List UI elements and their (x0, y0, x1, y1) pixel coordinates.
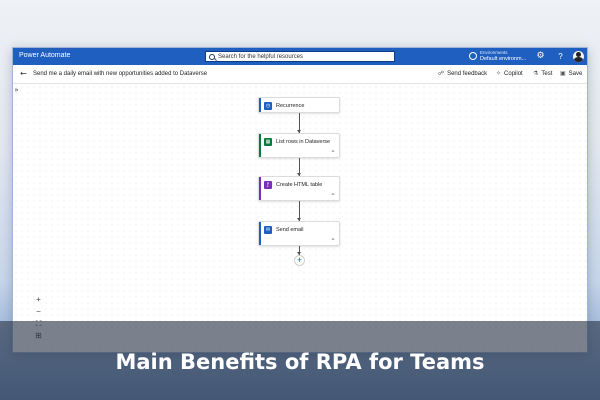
connector-arrow (297, 158, 301, 176)
gear-icon[interactable]: ⚙ (536, 51, 545, 61)
send-feedback-button[interactable]: ☍Send feedback (438, 70, 487, 79)
environment-icon[interactable] (469, 52, 477, 60)
caption-band (0, 321, 600, 400)
link-icon: ⚭ (330, 149, 335, 155)
feedback-icon: ☍ (438, 71, 445, 77)
flow-canvas[interactable]: » ◷ Recurrence ▦ List rows in Dataverse … (13, 84, 587, 352)
dataverse-icon: ▦ (264, 138, 272, 146)
flow-title: Send me a daily email with new opportuni… (33, 71, 208, 77)
step-list-rows[interactable]: ▦ List rows in Dataverse ⚭ (258, 133, 340, 158)
caption-title: Main Benefits of RPA for Teams (115, 350, 485, 374)
link-icon: ⚭ (330, 237, 335, 243)
search-icon (209, 54, 215, 60)
test-button[interactable]: ⚗Test (533, 70, 552, 79)
app-title[interactable]: Power Automate (19, 52, 71, 59)
step-label: Recurrence (276, 103, 305, 109)
save-label: Save (568, 71, 583, 77)
back-arrow-icon[interactable]: ← (20, 69, 27, 78)
avatar[interactable] (573, 51, 584, 62)
expand-panel-icon[interactable]: » (14, 86, 19, 94)
test-label: Test (541, 71, 553, 77)
flask-icon: ⚗ (533, 71, 539, 77)
copilot-label: Copilot (504, 71, 523, 77)
top-bar: Power Automate Search for the helpful re… (13, 48, 587, 65)
environment-value[interactable]: Default environm... (480, 56, 527, 62)
outlook-icon: ✉ (264, 226, 272, 234)
link-icon: ⚭ (330, 192, 335, 198)
connector-arrow (297, 201, 301, 221)
command-bar: ← Send me a daily email with new opportu… (13, 65, 587, 84)
data-operation-icon: ƒ (264, 181, 272, 189)
copilot-icon: ✧ (496, 71, 502, 77)
step-create-html-table[interactable]: ƒ Create HTML table ⚭ (258, 176, 340, 201)
clock-icon: ◷ (264, 102, 272, 110)
zoom-out-button[interactable]: − (36, 307, 41, 316)
connector-line (297, 246, 301, 255)
zoom-in-button[interactable]: + (36, 295, 41, 304)
search-input[interactable]: Search for the helpful resources (205, 51, 395, 62)
add-step-button[interactable]: + (294, 255, 305, 266)
save-icon: ▣ (560, 71, 566, 77)
step-label: Send email (276, 227, 304, 233)
copilot-button[interactable]: ✧Copilot (496, 70, 523, 79)
send-feedback-label: Send feedback (447, 71, 488, 77)
connector-arrow (297, 113, 301, 133)
power-automate-window: Power Automate Search for the helpful re… (12, 47, 588, 353)
search-placeholder: Search for the helpful resources (218, 54, 304, 60)
save-button[interactable]: ▣Save (560, 70, 582, 79)
step-label: List rows in Dataverse (276, 139, 331, 145)
step-send-email[interactable]: ✉ Send email ⚭ (258, 221, 340, 246)
step-recurrence[interactable]: ◷ Recurrence (258, 97, 340, 113)
step-label: Create HTML table (276, 182, 323, 188)
environment-label[interactable]: Environments (480, 50, 508, 55)
help-icon[interactable]: ? (558, 52, 563, 61)
